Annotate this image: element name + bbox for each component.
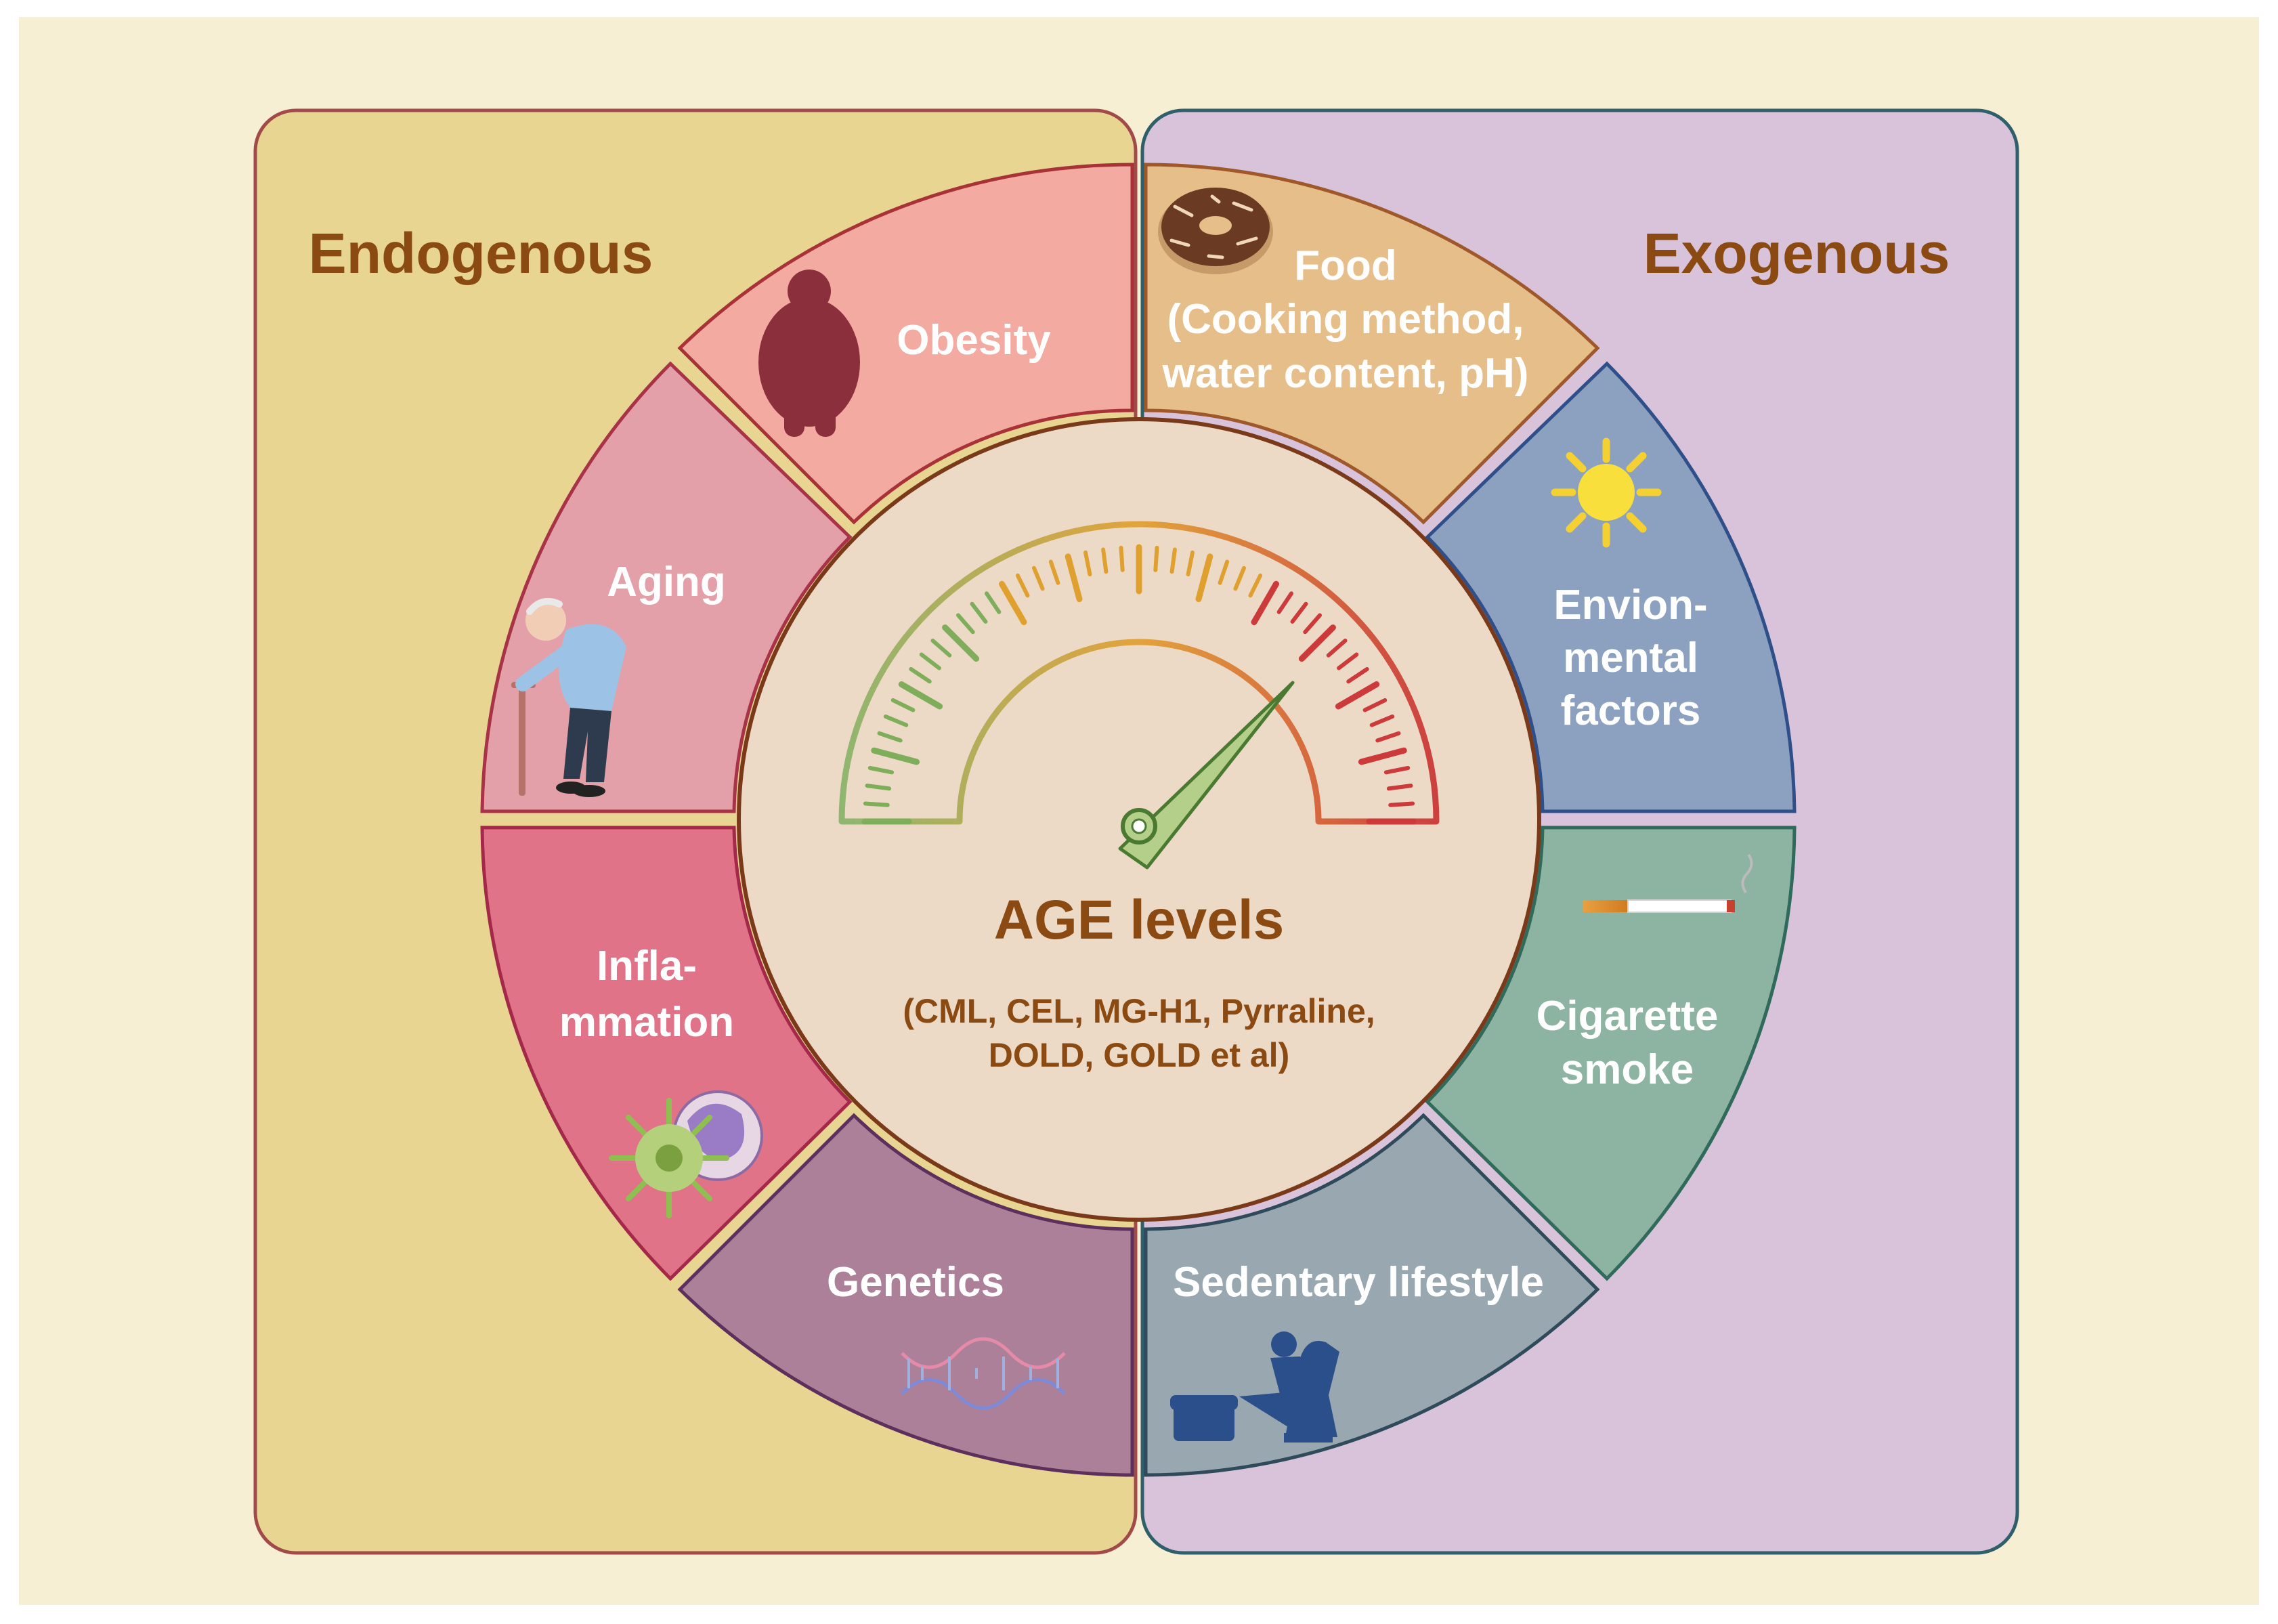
gauge-tick	[1233, 565, 1246, 591]
gauge-tick	[1388, 801, 1415, 807]
immune-cells-icon	[609, 1090, 763, 1218]
gauge-tick	[985, 591, 1002, 614]
gauge-tick	[999, 580, 1027, 626]
gauge-tick	[942, 624, 980, 662]
gauge-tick	[867, 766, 895, 775]
gauge-needle-hub	[1131, 818, 1147, 834]
gauge-tick	[1303, 613, 1322, 635]
sun-icon	[1551, 437, 1662, 548]
environmental-label-line3: factors	[1561, 687, 1701, 734]
gauge-tick	[1032, 565, 1045, 591]
gauge-tick	[1015, 573, 1030, 598]
gauge-tick	[1186, 550, 1195, 577]
age-gauge	[838, 521, 1440, 870]
inflammation-label-line1: Infla-	[597, 943, 697, 989]
gauge-tick	[1290, 601, 1308, 624]
gauge-tick	[871, 747, 920, 765]
gauge-tick	[1048, 559, 1060, 585]
gauge-tick	[1083, 550, 1092, 577]
inflammation-label-line2: mmation	[559, 999, 734, 1046]
segment-cigarette	[1425, 826, 1797, 1281]
gauge-tick	[863, 801, 890, 807]
cigarette-icon	[1583, 853, 1753, 913]
gauge-tick	[1065, 553, 1083, 603]
gauge-tick	[1195, 553, 1213, 603]
gauge-tick	[1383, 766, 1411, 775]
obesity-label: Obesity	[897, 317, 1051, 364]
gauge-tick	[1276, 591, 1293, 614]
gauge-tick	[1251, 580, 1279, 626]
gauge-tick	[1101, 547, 1109, 574]
sedentary-label: Sedentary lifestyle	[1173, 1259, 1544, 1306]
food-label-line2: (Cooking method,	[1167, 296, 1524, 343]
aging-label: Aging	[607, 559, 726, 605]
armchair-person-icon	[1170, 1331, 1339, 1443]
environmental-label-line1: Envion-	[1553, 582, 1707, 628]
gauge-tick	[1346, 667, 1369, 684]
food-label-line1: Food	[1294, 242, 1397, 289]
environmental-label-line2: mental	[1563, 635, 1698, 681]
gauge-tick	[1119, 545, 1125, 572]
gauge-outline	[838, 521, 1440, 825]
segment-inflammation	[480, 826, 853, 1281]
gauge-tick	[909, 667, 932, 684]
gauge-tick	[1386, 784, 1413, 791]
gauge-tick	[919, 652, 941, 670]
gauge-tick	[1375, 731, 1401, 743]
gauge-tick	[1218, 559, 1230, 585]
gauge-tick	[883, 714, 909, 727]
endogenous-title: Endogenous	[309, 221, 653, 285]
gauge-tick	[1358, 747, 1407, 765]
gauge-tick	[1326, 639, 1348, 658]
gauge-tick	[1248, 573, 1263, 598]
gauge-needle	[1118, 681, 1295, 870]
dna-icon	[901, 1337, 1066, 1410]
gauge-tick	[1153, 545, 1159, 572]
gauge-tick	[930, 639, 952, 658]
genetics-label: Genetics	[827, 1259, 1004, 1306]
obese-person-icon	[758, 270, 860, 437]
cigarette-label-line2: smoke	[1561, 1046, 1694, 1093]
gauge-tick	[877, 731, 903, 743]
donut-icon	[1158, 188, 1273, 274]
gauge-tick	[1169, 547, 1177, 574]
gauge-tick	[898, 681, 943, 710]
food-label-line3: water content, pH)	[1162, 350, 1529, 397]
gauge-tick	[970, 601, 988, 624]
gauge-tick	[890, 698, 916, 712]
center-subtitle-line1: (CML, CEL, MG-H1, Pyrraline,	[903, 992, 1375, 1030]
gauge-tick	[1362, 698, 1388, 712]
cigarette-label-line1: Cigarette	[1536, 993, 1719, 1040]
gauge-tick	[1337, 652, 1359, 670]
gauge-ticks	[861, 544, 1417, 825]
segment-environmental	[1425, 361, 1797, 813]
exogenous-title: Exogenous	[1643, 221, 1950, 285]
gauge-tick	[1335, 681, 1380, 710]
center-subtitle-line2: DOLD, GOLD et al)	[989, 1036, 1289, 1074]
gauge-tick	[1369, 714, 1395, 727]
segment-sedentary	[1144, 1113, 1600, 1477]
elderly-person-icon	[511, 597, 626, 797]
gauge-tick	[1298, 624, 1336, 662]
gauge-tick	[865, 784, 892, 791]
center-title: AGE levels	[994, 889, 1284, 951]
gauge-tick	[956, 613, 975, 635]
